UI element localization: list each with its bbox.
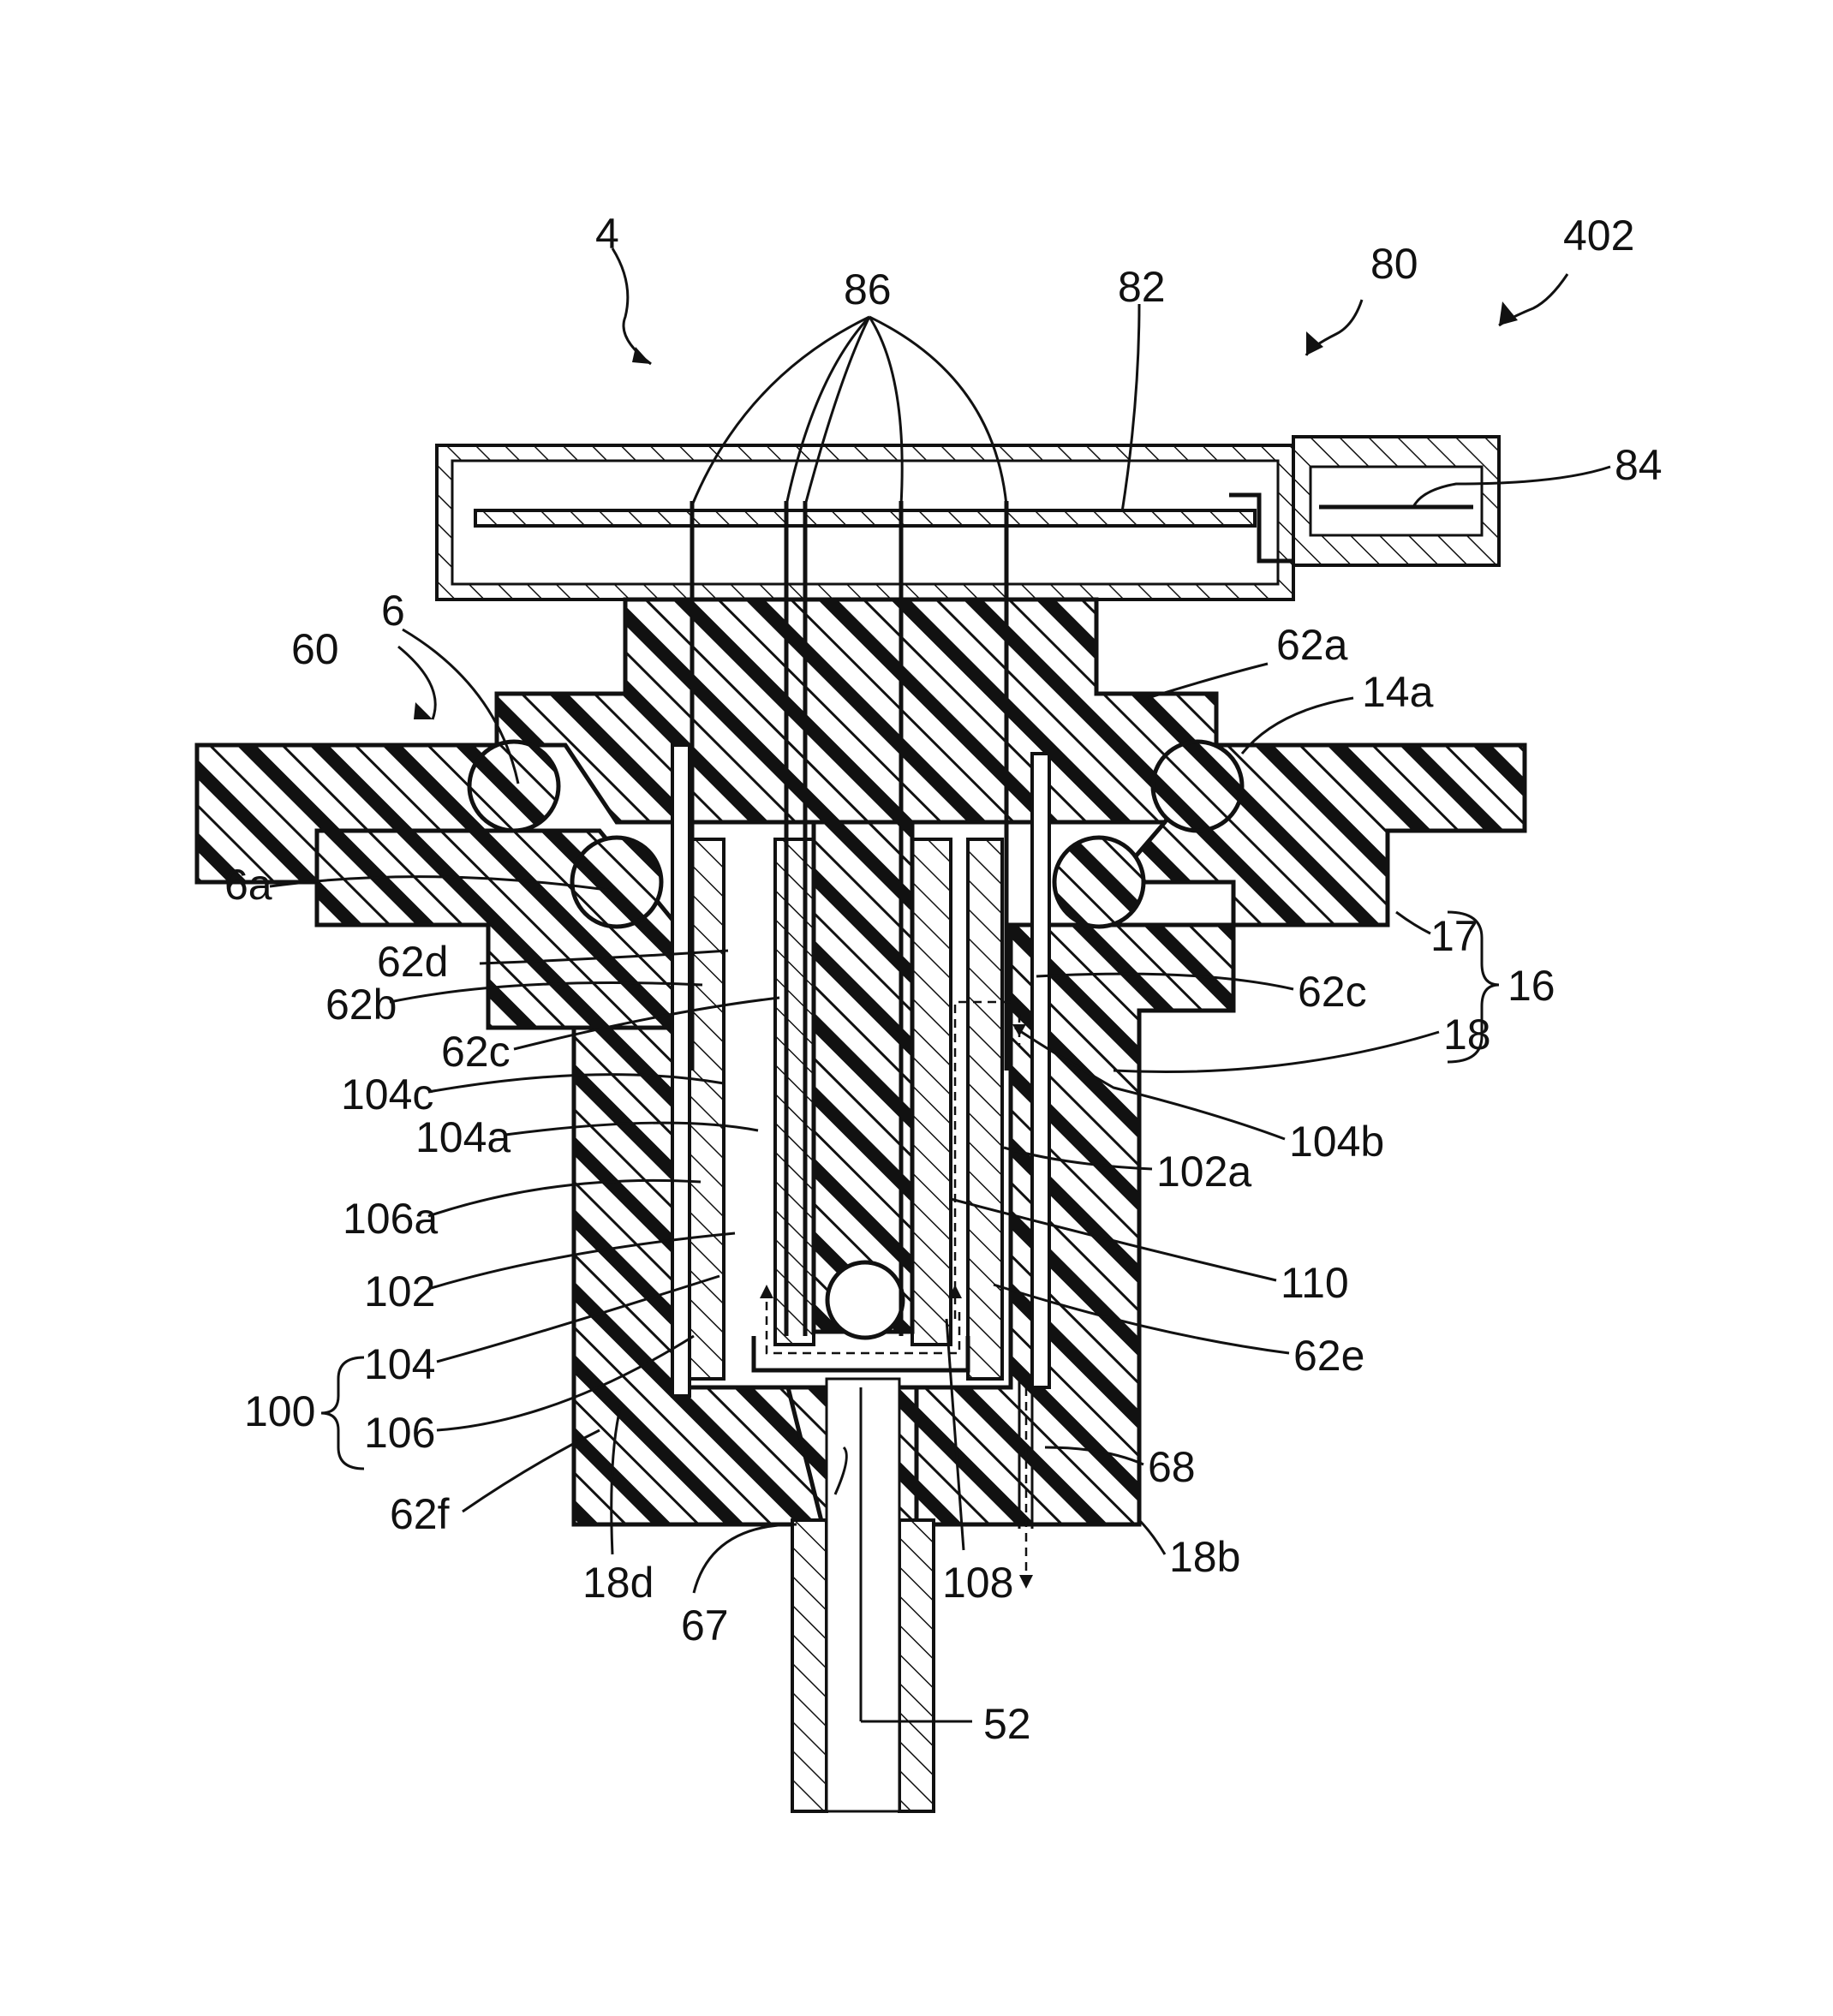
lower-body-18-right bbox=[916, 925, 1233, 1524]
label-84: 84 bbox=[1615, 441, 1663, 489]
label-104: 104 bbox=[364, 1340, 435, 1388]
label-18d: 18d bbox=[582, 1559, 654, 1607]
label-60: 60 bbox=[291, 625, 339, 673]
label-80: 80 bbox=[1370, 240, 1418, 288]
connector-socket-cavity bbox=[1311, 467, 1482, 535]
label-67: 67 bbox=[681, 1601, 729, 1649]
electrode-102-right bbox=[968, 839, 1002, 1379]
pipe-wall-left bbox=[792, 1520, 827, 1811]
label-14a: 14a bbox=[1362, 668, 1434, 716]
o-ring-6a bbox=[572, 838, 661, 927]
label-62a: 62a bbox=[1276, 621, 1348, 669]
ball-valve-108 bbox=[827, 1262, 903, 1338]
label-62d: 62d bbox=[377, 938, 448, 986]
outer-sleeve-right bbox=[1032, 754, 1049, 1387]
label-402: 402 bbox=[1563, 212, 1634, 259]
leader-67 bbox=[694, 1524, 797, 1593]
o-ring-right-lower bbox=[1054, 838, 1143, 927]
electrode-102-left bbox=[690, 839, 724, 1379]
label-108: 108 bbox=[942, 1559, 1013, 1607]
flow-arrowhead-up-left bbox=[760, 1285, 773, 1298]
o-ring-14a bbox=[1153, 742, 1242, 831]
label-104c: 104c bbox=[341, 1071, 433, 1118]
pipe-wall-right bbox=[899, 1520, 934, 1811]
label-17: 17 bbox=[1430, 912, 1478, 960]
electrode-104-right bbox=[912, 839, 951, 1345]
label-62e: 62e bbox=[1293, 1332, 1364, 1380]
flow-arrowhead-drain bbox=[1019, 1575, 1033, 1589]
label-106: 106 bbox=[364, 1409, 435, 1457]
label-18: 18 bbox=[1443, 1011, 1491, 1059]
outlet-pipe-52 bbox=[827, 1379, 899, 1811]
label-52: 52 bbox=[983, 1700, 1031, 1748]
sensor-head-body-62a bbox=[497, 599, 1216, 822]
label-102a: 102a bbox=[1156, 1148, 1251, 1196]
label-102: 102 bbox=[364, 1267, 435, 1315]
label-18b: 18b bbox=[1169, 1533, 1240, 1581]
label-68: 68 bbox=[1148, 1443, 1196, 1491]
circuit-board-82 bbox=[475, 510, 1255, 526]
outer-sleeve-left bbox=[672, 745, 690, 1396]
arrowhead-402 bbox=[1499, 301, 1518, 325]
label-62c-left: 62c bbox=[441, 1028, 510, 1076]
brace-100 bbox=[321, 1357, 364, 1469]
label-6a: 6a bbox=[224, 861, 272, 909]
connector-housing bbox=[437, 437, 1499, 599]
label-4: 4 bbox=[595, 210, 619, 258]
label-62f: 62f bbox=[390, 1490, 450, 1538]
label-104a: 104a bbox=[415, 1113, 510, 1161]
label-86: 86 bbox=[844, 265, 892, 313]
central-stem-106 bbox=[814, 822, 912, 1332]
label-104b: 104b bbox=[1289, 1118, 1384, 1166]
leader-18 bbox=[1114, 1032, 1439, 1072]
label-16: 16 bbox=[1508, 962, 1555, 1010]
arrowhead-60 bbox=[414, 702, 433, 719]
label-82: 82 bbox=[1118, 263, 1166, 311]
o-ring-6 bbox=[469, 742, 558, 831]
label-100: 100 bbox=[244, 1387, 315, 1435]
label-110: 110 bbox=[1281, 1259, 1349, 1307]
leader-18b bbox=[1139, 1520, 1165, 1554]
label-62b: 62b bbox=[325, 981, 397, 1029]
label-106a: 106a bbox=[343, 1195, 438, 1243]
label-6: 6 bbox=[381, 587, 405, 635]
electrode-104-left bbox=[775, 839, 814, 1345]
leader-4 bbox=[612, 248, 651, 364]
label-62c-right: 62c bbox=[1298, 968, 1367, 1016]
leader-17 bbox=[1396, 912, 1430, 933]
